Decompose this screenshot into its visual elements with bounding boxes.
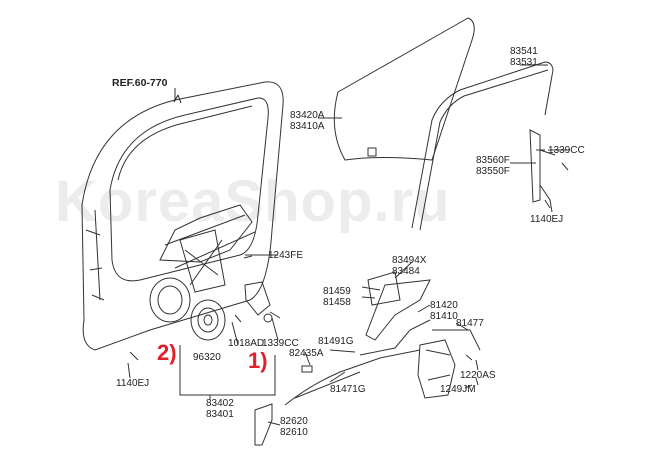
part-label-1140ej-left[interactable]: 1140EJ (116, 378, 150, 389)
part-label-1339cc-upper[interactable]: 1339CC (548, 145, 585, 156)
door-glass (333, 17, 475, 161)
door-speaker (149, 277, 191, 323)
part-label-1140ej-right[interactable]: 1140EJ (530, 214, 564, 225)
sash (529, 129, 541, 203)
part-label-1339cc-lower[interactable]: 1339CC (262, 338, 299, 349)
glass-channel (411, 61, 554, 229)
speaker (190, 299, 226, 341)
reference-label[interactable]: REF.60-770 (112, 77, 168, 89)
inner-handle (365, 279, 431, 341)
part-label-1018ad[interactable]: 1018AD (228, 338, 265, 349)
part-label-81491g[interactable]: 81491G (318, 336, 354, 347)
callout-1: 1) (248, 348, 268, 373)
part-label-81477[interactable]: 81477 (456, 318, 484, 329)
door-frame-inner (109, 97, 269, 282)
part-label-1243fe[interactable]: 1243FE (268, 250, 304, 261)
door-frame (81, 81, 284, 351)
part-label-96320[interactable]: 96320 (193, 352, 221, 363)
latch (417, 339, 456, 399)
regulator (179, 229, 226, 293)
part-label-82435a[interactable]: 82435A (289, 348, 324, 359)
outer-handle (254, 403, 273, 446)
part-label-81471g[interactable]: 81471G (330, 384, 366, 395)
part-label-1220as[interactable]: 1220AS (460, 370, 496, 381)
motor (244, 281, 271, 316)
cable-lower (284, 349, 421, 406)
watermark: KoreaShop.ru (55, 169, 451, 234)
callout-2: 2) (157, 340, 177, 365)
rod (432, 329, 481, 351)
part-label-1249jm[interactable]: 1249JM (440, 384, 476, 395)
cable-upper (359, 319, 431, 356)
bracket (367, 271, 401, 306)
